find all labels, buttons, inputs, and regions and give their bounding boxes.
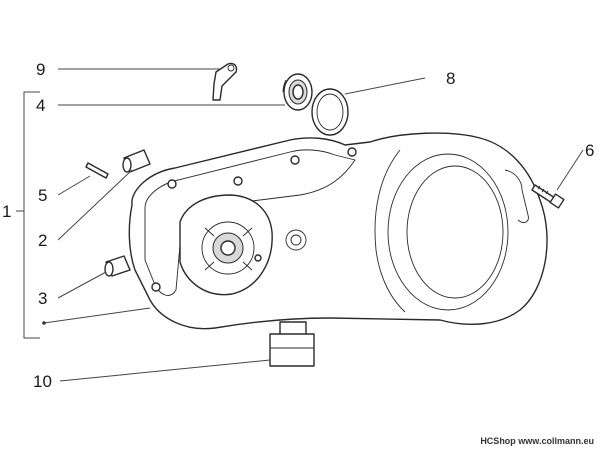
callout-6: 6 bbox=[585, 141, 594, 160]
bolt-part-6 bbox=[531, 184, 565, 209]
seal-ring-part-8 bbox=[311, 88, 349, 136]
bearing-part-4 bbox=[282, 73, 313, 111]
rubber-pad-part-10 bbox=[269, 321, 315, 367]
watermark-footer: HCShop www.collmann.eu bbox=[480, 436, 594, 446]
callout-9: 9 bbox=[36, 60, 45, 79]
callout-4: 4 bbox=[36, 96, 45, 115]
transmission-cover bbox=[128, 132, 548, 330]
leader-lines bbox=[43, 68, 584, 382]
bushing-part-2 bbox=[122, 149, 151, 173]
bracket-part-9 bbox=[212, 62, 238, 101]
callout-labels: 9 4 8 6 5 1 2 3 10 bbox=[2, 60, 594, 391]
callout-1: 1 bbox=[2, 202, 11, 221]
callout-5: 5 bbox=[38, 186, 47, 205]
pin-part-5 bbox=[85, 162, 109, 179]
callout-10: 10 bbox=[33, 372, 52, 391]
callout-8: 8 bbox=[446, 69, 455, 88]
callout-2: 2 bbox=[38, 231, 47, 250]
sleeve-part-3 bbox=[104, 255, 131, 277]
callout-3: 3 bbox=[38, 289, 47, 308]
